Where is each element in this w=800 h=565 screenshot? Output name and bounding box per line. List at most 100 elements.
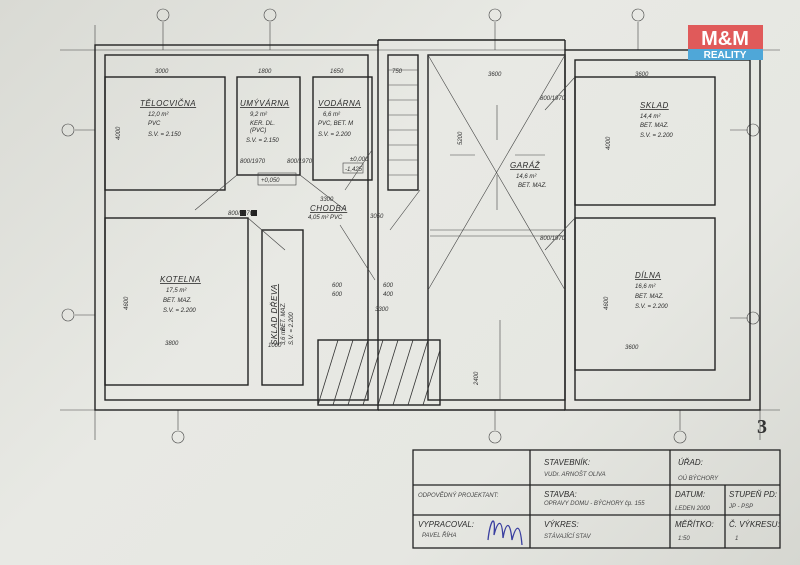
room-name: KOTELNA xyxy=(160,275,201,284)
title-block: STAVEBNÍK: VUDr. ARNOŠT OLIVA ÚŘAD: OÚ B… xyxy=(412,449,781,549)
rooms-5-floor: BET. MAZ. xyxy=(163,298,192,304)
signature xyxy=(487,520,523,546)
title_block-cislo_value: 1 xyxy=(735,536,738,542)
title_block-vykres_value: STÁVAJÍCÍ STAV xyxy=(544,533,592,540)
title_block-datum_label: DATUM: xyxy=(675,490,705,499)
dimensions-d1800: 1800 xyxy=(258,69,272,75)
dimensions-w1: 600 xyxy=(332,283,343,289)
title_block-datum_value: LEDEN 2000 xyxy=(675,506,711,512)
rooms-8-height: S.V. = 2.200 xyxy=(635,304,668,310)
logo-brand: M&M xyxy=(701,28,749,50)
rooms-0-area: 12,0 m² xyxy=(148,112,169,118)
rooms-2-height: S.V. = 2.200 xyxy=(318,132,351,138)
dimensions-w2: 600 xyxy=(332,292,343,298)
sheet-number: 3 xyxy=(757,416,767,438)
grid-lines xyxy=(60,22,780,440)
rooms-0-floor: PVC xyxy=(148,121,161,127)
rooms-2-floor: PVC, BET. M xyxy=(318,121,353,127)
rooms-6-area: 4,05 m² PVC xyxy=(308,215,343,221)
title_block-stupen_label: STUPEŇ PD: xyxy=(729,490,777,499)
dimensions-d1000: 1000 xyxy=(268,343,282,349)
dimensions-lvl1: +0,050 xyxy=(261,178,280,184)
room-vodarna xyxy=(312,76,373,181)
room-name: TĚLOCVIČNA xyxy=(140,99,196,108)
rooms-8-area: 16,6 m² xyxy=(635,284,656,290)
dimensions-w3: 600 xyxy=(383,283,394,289)
rooms-4-area: 14,4 m² xyxy=(640,114,661,120)
rooms-7-area: 3,6 m² xyxy=(281,327,287,345)
room-umyvarna xyxy=(236,76,301,176)
title_block-vypracoval_value: PAVEL ŘÍHA xyxy=(422,531,456,539)
dimensions-w4: 400 xyxy=(383,292,394,298)
dimensions-d4000a: 4000 xyxy=(116,126,122,140)
logo-sub: REALITY xyxy=(704,50,747,61)
rooms-7-height: S.V. = 2.200 xyxy=(289,312,295,345)
stair-treads xyxy=(388,69,418,176)
dimensions-d3600a: 3600 xyxy=(488,72,502,78)
dimensions-d4600a: 4600 xyxy=(124,296,130,310)
title_block-vypracoval_label: VYPRACOVAL: xyxy=(418,520,474,529)
title_block-vykres_label: VÝKRES: xyxy=(544,520,579,529)
title_block-meritko_value: 1:50 xyxy=(678,536,690,542)
dimensions-door5: 800/1970 xyxy=(540,236,566,242)
room-labels: TĚLOCVIČNA 12,0 m² PVC S.V. = 2.150 UMÝV… xyxy=(140,99,673,345)
dimensions-door4: 800/1970 xyxy=(540,96,566,102)
room-name: UMÝVÁRNA xyxy=(240,99,289,108)
staircase xyxy=(387,54,419,191)
rooms-3-area: 14,6 m² xyxy=(516,174,537,180)
room-dilna xyxy=(574,217,716,371)
room-name: VODÁRNA xyxy=(318,99,361,108)
title_block-cislo_label: Č. VÝKRESU: xyxy=(729,520,780,529)
room-garaz xyxy=(427,54,566,401)
rooms-3-floor: BET. MAZ. xyxy=(518,183,547,189)
dimensions-d3600b: 3600 xyxy=(635,72,649,78)
dimensions-d1650: 1650 xyxy=(330,69,344,75)
garage-cross xyxy=(427,54,566,400)
rooms-8-floor: BET. MAZ. xyxy=(635,294,664,300)
dimensions-lvl2: ±0,000 xyxy=(350,157,369,163)
room-walls xyxy=(104,54,716,406)
axis-markers xyxy=(61,8,760,444)
rooms-1-floor: KER. DL. xyxy=(250,121,275,127)
dimensions-d750: 750 xyxy=(392,69,403,75)
room-name: GARÁŽ xyxy=(510,161,541,170)
room-name: SKLAD DŘEVA xyxy=(270,284,279,345)
dimensions-d3600c: 3600 xyxy=(625,345,639,351)
dimensions-d2400: 2400 xyxy=(474,371,480,386)
title_block-stavba_value: OPRAVY DOMU - BÝCHORY čp. 155 xyxy=(544,500,645,507)
title_block-stavba_label: STAVBA: xyxy=(544,490,577,499)
room-telocvicna xyxy=(104,76,226,191)
dimensions-d5200: 5200 xyxy=(458,131,464,145)
rooms-1-area: 9,2 m² xyxy=(250,112,268,118)
room-name: DÍLNA xyxy=(635,271,661,280)
title_block-stupen_value: JP - PSP xyxy=(728,504,753,510)
title_block-projektant_label: ODPOVĚDNÝ PROJEKTANT: xyxy=(418,491,499,499)
dimension-labels: 3000 1800 1650 750 3600 3600 4000 4000 5… xyxy=(116,69,649,386)
dimensions-d3800: 3800 xyxy=(165,341,179,347)
mm-reality-logo: M&M REALITY xyxy=(688,25,763,61)
dimensions-d3300a: 3300 xyxy=(320,197,334,203)
room-name: CHODBA xyxy=(310,204,347,213)
dimensions-d4600b: 4600 xyxy=(604,296,610,310)
rooms-5-area: 17,5 m² xyxy=(166,288,187,294)
title_block-urad_label: ÚŘAD: xyxy=(678,458,703,467)
rooms-1-height: S.V. = 2.150 xyxy=(246,138,279,144)
door-swings xyxy=(194,76,576,281)
hatched-area xyxy=(317,339,441,406)
rooms-0-height: S.V. = 2.150 xyxy=(148,132,181,138)
dimensions-d3000: 3000 xyxy=(155,69,169,75)
rooms-4-floor: BET. MAZ. xyxy=(640,123,669,129)
rooms-1-floor2: (PVC) xyxy=(250,128,266,134)
hatch-pattern xyxy=(317,339,441,406)
dimensions-door2: 800/1970 xyxy=(287,159,313,165)
dimensions-d3300b: 3300 xyxy=(375,307,389,313)
rooms-2-area: 6,6 m² xyxy=(323,112,341,118)
title_block-stavebnik_label: STAVEBNÍK: xyxy=(544,458,590,467)
room-sklad xyxy=(574,76,716,206)
title_block-stavebnik_value: VUDr. ARNOŠT OLIVA xyxy=(544,471,606,478)
dimensions-d4000b: 4000 xyxy=(606,136,612,150)
room-kotelna xyxy=(104,217,249,386)
rooms-5-height: S.V. = 2.200 xyxy=(163,308,196,314)
